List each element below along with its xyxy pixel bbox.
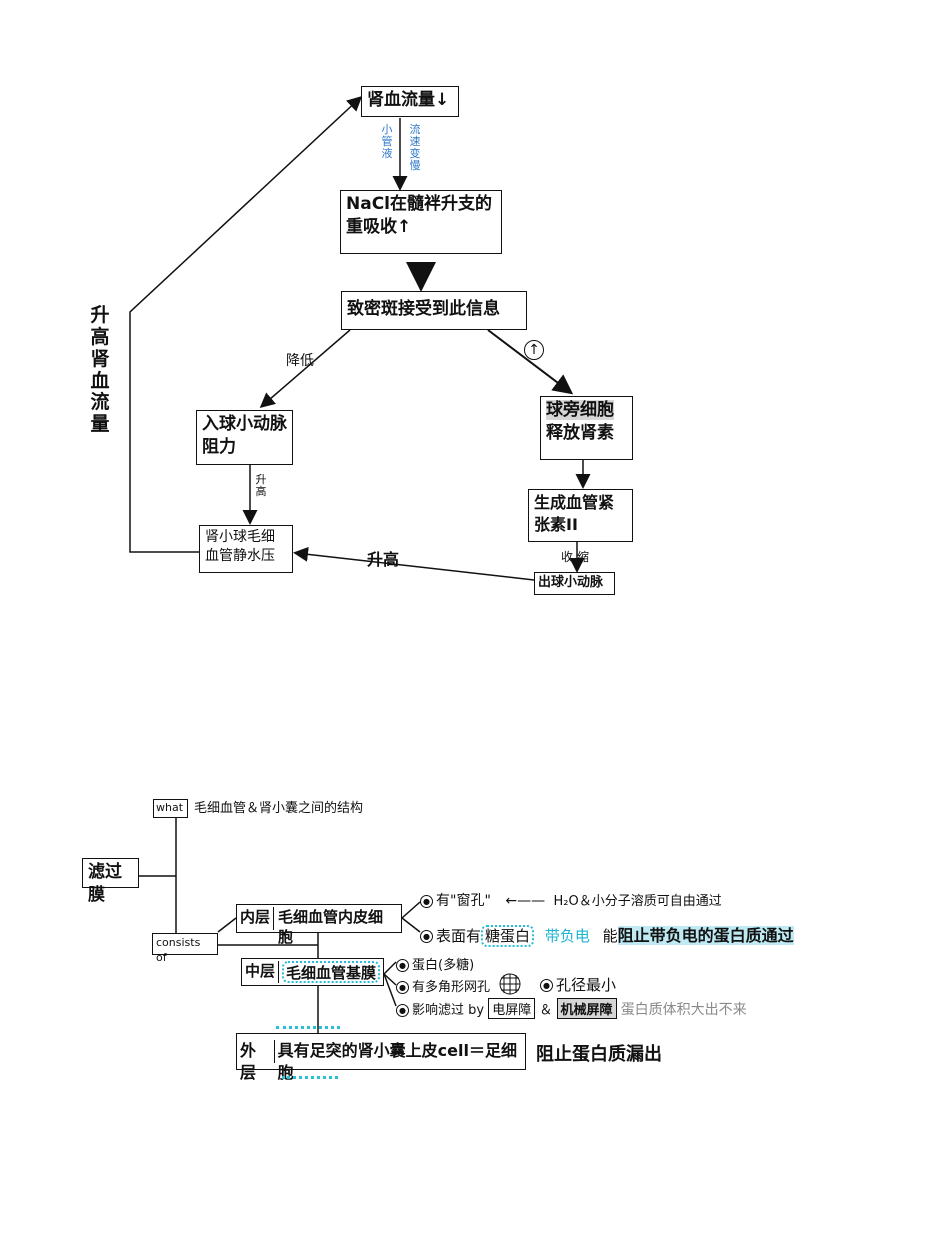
edge-label-contract: 收缩 [561,550,594,564]
middle-layer-box: 中层 毛细血管基膜 [241,958,384,986]
outer-layer-label: 外层 [240,1040,275,1082]
node-nacl-reabsorption: NaCl在髓袢升支的重吸收↑ [340,190,502,254]
edge-label-increase-symbol: ↑ [524,340,544,360]
feedback-loop [129,95,363,553]
middle-note-barriers: ●影响滤过 by 电屏障 ＆ 机械屏障 蛋白质体积大出不来 [396,998,747,1019]
edge-label-rise-small: 升高 [255,473,267,499]
middle-layer-text: 毛细血管基膜 [282,961,380,983]
membrane-title: 滤过膜 [82,858,139,905]
node-glomerular-pressure: 肾小球毛细血管静水压 [199,525,293,573]
node-afferent-resistance: 入球小动脉阻力 [196,410,293,465]
what-label: what [153,799,188,818]
mesh-icon [499,973,521,995]
tree-to-inner [217,917,237,933]
bullet-icon: ● [396,959,409,972]
node-renal-blood-flow: 肾血流量↓ [361,86,459,117]
edge-label-decrease: 降低 [286,353,314,369]
edge-label-tubular-fluid: 小管液 [381,123,393,161]
node-efferent-arteriole: 出球小动脉 [534,572,615,595]
bullet-icon: ● [420,894,433,908]
inner-brace-1 [401,901,421,919]
inner-note-glycoprotein: ●表面有糖蛋白 带负电 能阻止带负电的蛋白质通过 [420,922,794,947]
outer-layer-text: 具有足突的肾小囊上皮cell＝足细胞 [277,1041,517,1082]
middle-brace-3 [383,973,397,1007]
juxta-line-1: 球旁细胞 [546,400,614,420]
edge-label-rise: 升高 [367,550,400,569]
bullet-icon: ● [540,979,553,992]
middle-note-protein: ●蛋白(多糖) [396,954,474,973]
podocyte-marks-top [276,1026,340,1037]
inner-note-fenestrae: ●有"窗孔" ←—— H₂O＆小分子溶质可自由通过 [420,890,722,910]
arrow-macula-afferent [259,329,351,408]
podocyte-marks-bottom [282,1068,338,1079]
node-angiotensin-ii: 生成血管紧张素II [528,489,633,542]
edge-label-flow-slower: 流速变慢 [409,123,421,173]
arrow-macula-juxta [487,329,574,395]
feedback-label: 升高肾血流量 [90,304,110,436]
outer-layer-box: 外层 具有足突的肾小囊上皮cell＝足细胞 [236,1033,526,1082]
inner-brace-2 [401,917,421,933]
node-macula-densa: 致密斑接受到此信息 [341,291,527,330]
node-juxtaglomerular-cells: 球旁细胞 释放肾素 [540,396,633,460]
middle-brace-1 [383,961,397,975]
middle-note-pore-size: ●孔径最小 [540,974,616,995]
what-text: 毛细血管＆肾小囊之间的结构 [194,801,364,816]
juxta-line-2: 释放肾素 [546,422,614,443]
bullet-icon: ● [420,930,433,943]
middle-layer-label: 中层 [245,961,279,983]
outer-note: 阻止蛋白质漏出 [536,1044,662,1065]
bullet-icon: ● [396,1004,409,1017]
arrow-efferent-glomerular [293,546,535,581]
bullet-icon: ● [396,981,409,994]
inner-layer-label: 内层 [240,907,275,930]
inner-layer-box: 内层 毛细血管内皮细胞 [236,904,402,947]
middle-brace-2 [383,973,397,986]
middle-note-mesh: ●有多角形网孔 [396,976,490,995]
inner-layer-text: 毛细血管内皮细胞 [278,908,384,947]
consists-of-label: consists of [152,933,218,964]
